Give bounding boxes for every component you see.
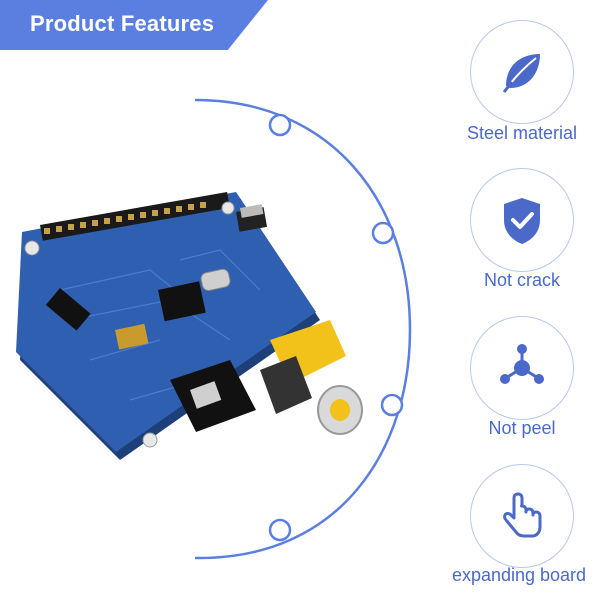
feature-circle-board [470, 464, 574, 568]
arc-node [268, 518, 292, 542]
molecule-icon [500, 344, 544, 384]
leaf-icon [502, 54, 540, 93]
feature-circle-peel [470, 316, 574, 420]
shield-check-icon [504, 198, 540, 244]
page-title: Product Features [30, 11, 215, 36]
feature-label-board: expanding board [451, 565, 587, 585]
feature-circle-crack [470, 168, 574, 272]
arc-node [380, 393, 404, 417]
circuit-board-image [16, 192, 363, 460]
header-banner [0, 0, 268, 50]
arc-node [268, 113, 292, 137]
feature-label-steel: Steel material [466, 123, 578, 143]
arc-node [371, 221, 395, 245]
hand-pointer-icon [503, 492, 542, 538]
feature-label-crack: Not crack [483, 270, 561, 290]
feature-circle-steel [470, 20, 574, 124]
feature-label-peel: Not peel [488, 418, 556, 438]
